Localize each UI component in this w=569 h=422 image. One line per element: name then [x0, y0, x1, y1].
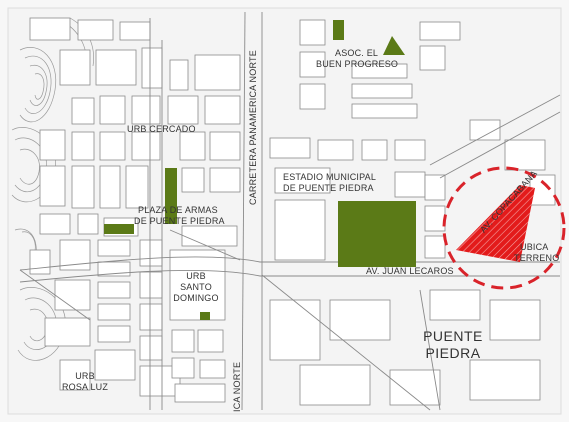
label-asoc-2: BUEN PROGRESO	[316, 59, 398, 69]
label-puente-1: PUENTE	[423, 328, 483, 344]
asoc-green-triangle	[383, 36, 405, 55]
label-rosa-2: ROSA LUZ	[61, 382, 109, 392]
label-santo-3: DOMINGO	[173, 293, 219, 303]
label-ubicacion-1: UBICA	[520, 242, 549, 252]
main-roads	[19, 11, 561, 411]
site-highlight-circle	[442, 166, 566, 290]
asoc-green-area	[333, 20, 344, 40]
label-santo-2: SANTO	[180, 282, 212, 292]
plaza-green-area	[165, 168, 177, 224]
label-ubicacion-2: TERRENO	[514, 253, 560, 263]
label-carretera: CARRETERA PANAMERICA NORTE	[248, 50, 258, 205]
label-estadio-2: DE PUENTE PIEDRA	[283, 183, 374, 193]
green-areas	[104, 20, 416, 320]
label-av-juan-lecaros: AV. JUAN LECAROS	[366, 266, 454, 276]
santo-domingo-green	[200, 312, 210, 320]
label-plaza-2: DE PUENTE PIEDRA	[134, 216, 225, 226]
label-asoc-line2: BUEN PROGRESO	[316, 59, 399, 69]
label-estadio-1: ESTADIO MUNICIPAL	[283, 172, 377, 182]
label-asoc: ASOC. EL	[335, 48, 378, 58]
plaza-green-small	[104, 224, 134, 234]
label-carretera-bottom: ICA NORTE	[232, 361, 242, 412]
label-santo-1: URB	[186, 271, 206, 281]
label-rosa-1: URB	[75, 371, 95, 381]
label-puente-2: PIEDRA	[425, 345, 481, 361]
stadium-green-area	[338, 201, 416, 267]
label-plaza-1: PLAZA DE ARMAS	[138, 205, 218, 215]
label-asoc-line1: ASOC. EL	[335, 48, 379, 58]
label-urb-cercado: URB CERCADO	[127, 124, 196, 134]
